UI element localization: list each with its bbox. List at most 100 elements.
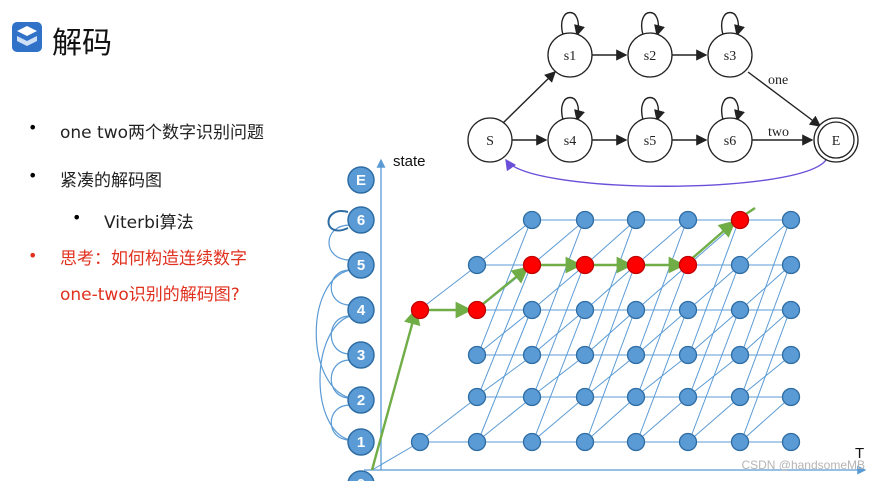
svg-text:E: E [356,172,366,189]
trellis-link [746,402,785,437]
trellis-link [694,402,734,437]
edge-label-one: one [768,73,788,88]
bullet-item: 思考：如何构造连续数字 [60,249,247,269]
trellis-link [746,360,785,392]
trellis-link [591,315,630,350]
svg-text:3: 3 [357,347,365,364]
trellis-node [575,345,595,365]
watermark: CSDN @handsomeMB [741,458,865,472]
fsm-node: s5 [627,117,673,163]
trellis-node [626,432,646,452]
trellis-node [678,432,698,452]
trellis-node [781,255,801,275]
trellis-node [626,210,646,230]
bullet-dot: • [28,118,38,137]
state-node: 4 [347,296,375,324]
trellis-node [781,210,801,230]
svg-text:5: 5 [357,257,365,274]
trellis-node [730,387,750,407]
bullet-item: Viterbi算法 [104,213,194,233]
return-arc [505,158,827,187]
trellis-link [642,360,682,392]
edge-label-two: two [768,125,789,140]
state-node: 6 [347,206,375,234]
trellis-link [591,270,630,305]
trellis-node [678,300,698,320]
trellis-links [371,219,788,471]
trellis-link [694,270,734,305]
trellis-link [642,270,682,305]
trellis-link [642,225,682,260]
trellis-link [588,272,633,390]
trellis-link [591,402,630,437]
trellis-node [522,432,542,452]
trellis-link [426,402,471,437]
fsm-node: s2 [627,32,673,78]
fsm-node: s1 [547,32,593,78]
trellis-node [467,387,487,407]
bullet-item: one-two识别的解码图? [60,285,240,305]
trellis-link [591,360,630,392]
trellis-link [694,315,734,350]
best-path-node [522,255,542,275]
svg-text:0: 0 [357,476,365,481]
trellis-link [538,225,579,260]
fsm-edges [501,11,822,146]
state-node: 5 [347,251,375,279]
best-path [370,207,756,471]
trellis-link [694,225,734,260]
trellis-link [639,272,685,390]
state-node: 1 [347,428,375,456]
trellis-node [467,432,487,452]
trellis-node [781,345,801,365]
fsm-node: s6 [707,117,753,163]
trellis-node [678,345,698,365]
trellis-node [575,387,595,407]
x-axis-label: T [855,445,864,462]
trellis-node [781,432,801,452]
trellis-node [522,300,542,320]
trellis-node [626,345,646,365]
trellis-node [575,300,595,320]
trellis-node [730,300,750,320]
best-path-node [730,210,750,230]
svg-text:4: 4 [357,302,366,319]
state-node: 3 [347,341,375,369]
trellis-link [483,360,526,392]
svg-text:E: E [832,134,841,149]
best-path-node [410,300,430,320]
bullet-dot: • [28,246,38,265]
trellis-node [522,387,542,407]
svg-text:2: 2 [357,392,365,409]
svg-text:s6: s6 [724,134,736,149]
svg-text:s5: s5 [644,134,656,149]
trellis-link [591,225,630,260]
trellis-link [538,270,579,305]
trellis-node [730,255,750,275]
trellis-node [678,387,698,407]
trellis-link [535,272,582,390]
trellis-node [410,432,430,452]
best-path-node [678,255,698,275]
trellis-node [626,300,646,320]
bullet-dot: • [72,208,82,227]
trellis-node [522,345,542,365]
trellis-link [483,225,526,260]
trellis-link [691,272,737,390]
trellis-link [694,360,734,392]
page-title: 解码 [52,26,112,61]
trellis-link [371,441,421,471]
fsm-node: s4 [547,117,593,163]
trellis-nodes [410,210,801,452]
fsm-node: s3 [707,32,753,78]
trellis-link [480,272,529,390]
y-axis-label: state [393,153,426,170]
state-loops [315,210,351,441]
trellis-node [730,432,750,452]
trellis-node [781,387,801,407]
trellis-node [626,387,646,407]
s-logo-icon [12,22,42,52]
trellis-node [575,210,595,230]
state-node: 0 [347,470,375,481]
best-path-node [575,255,595,275]
